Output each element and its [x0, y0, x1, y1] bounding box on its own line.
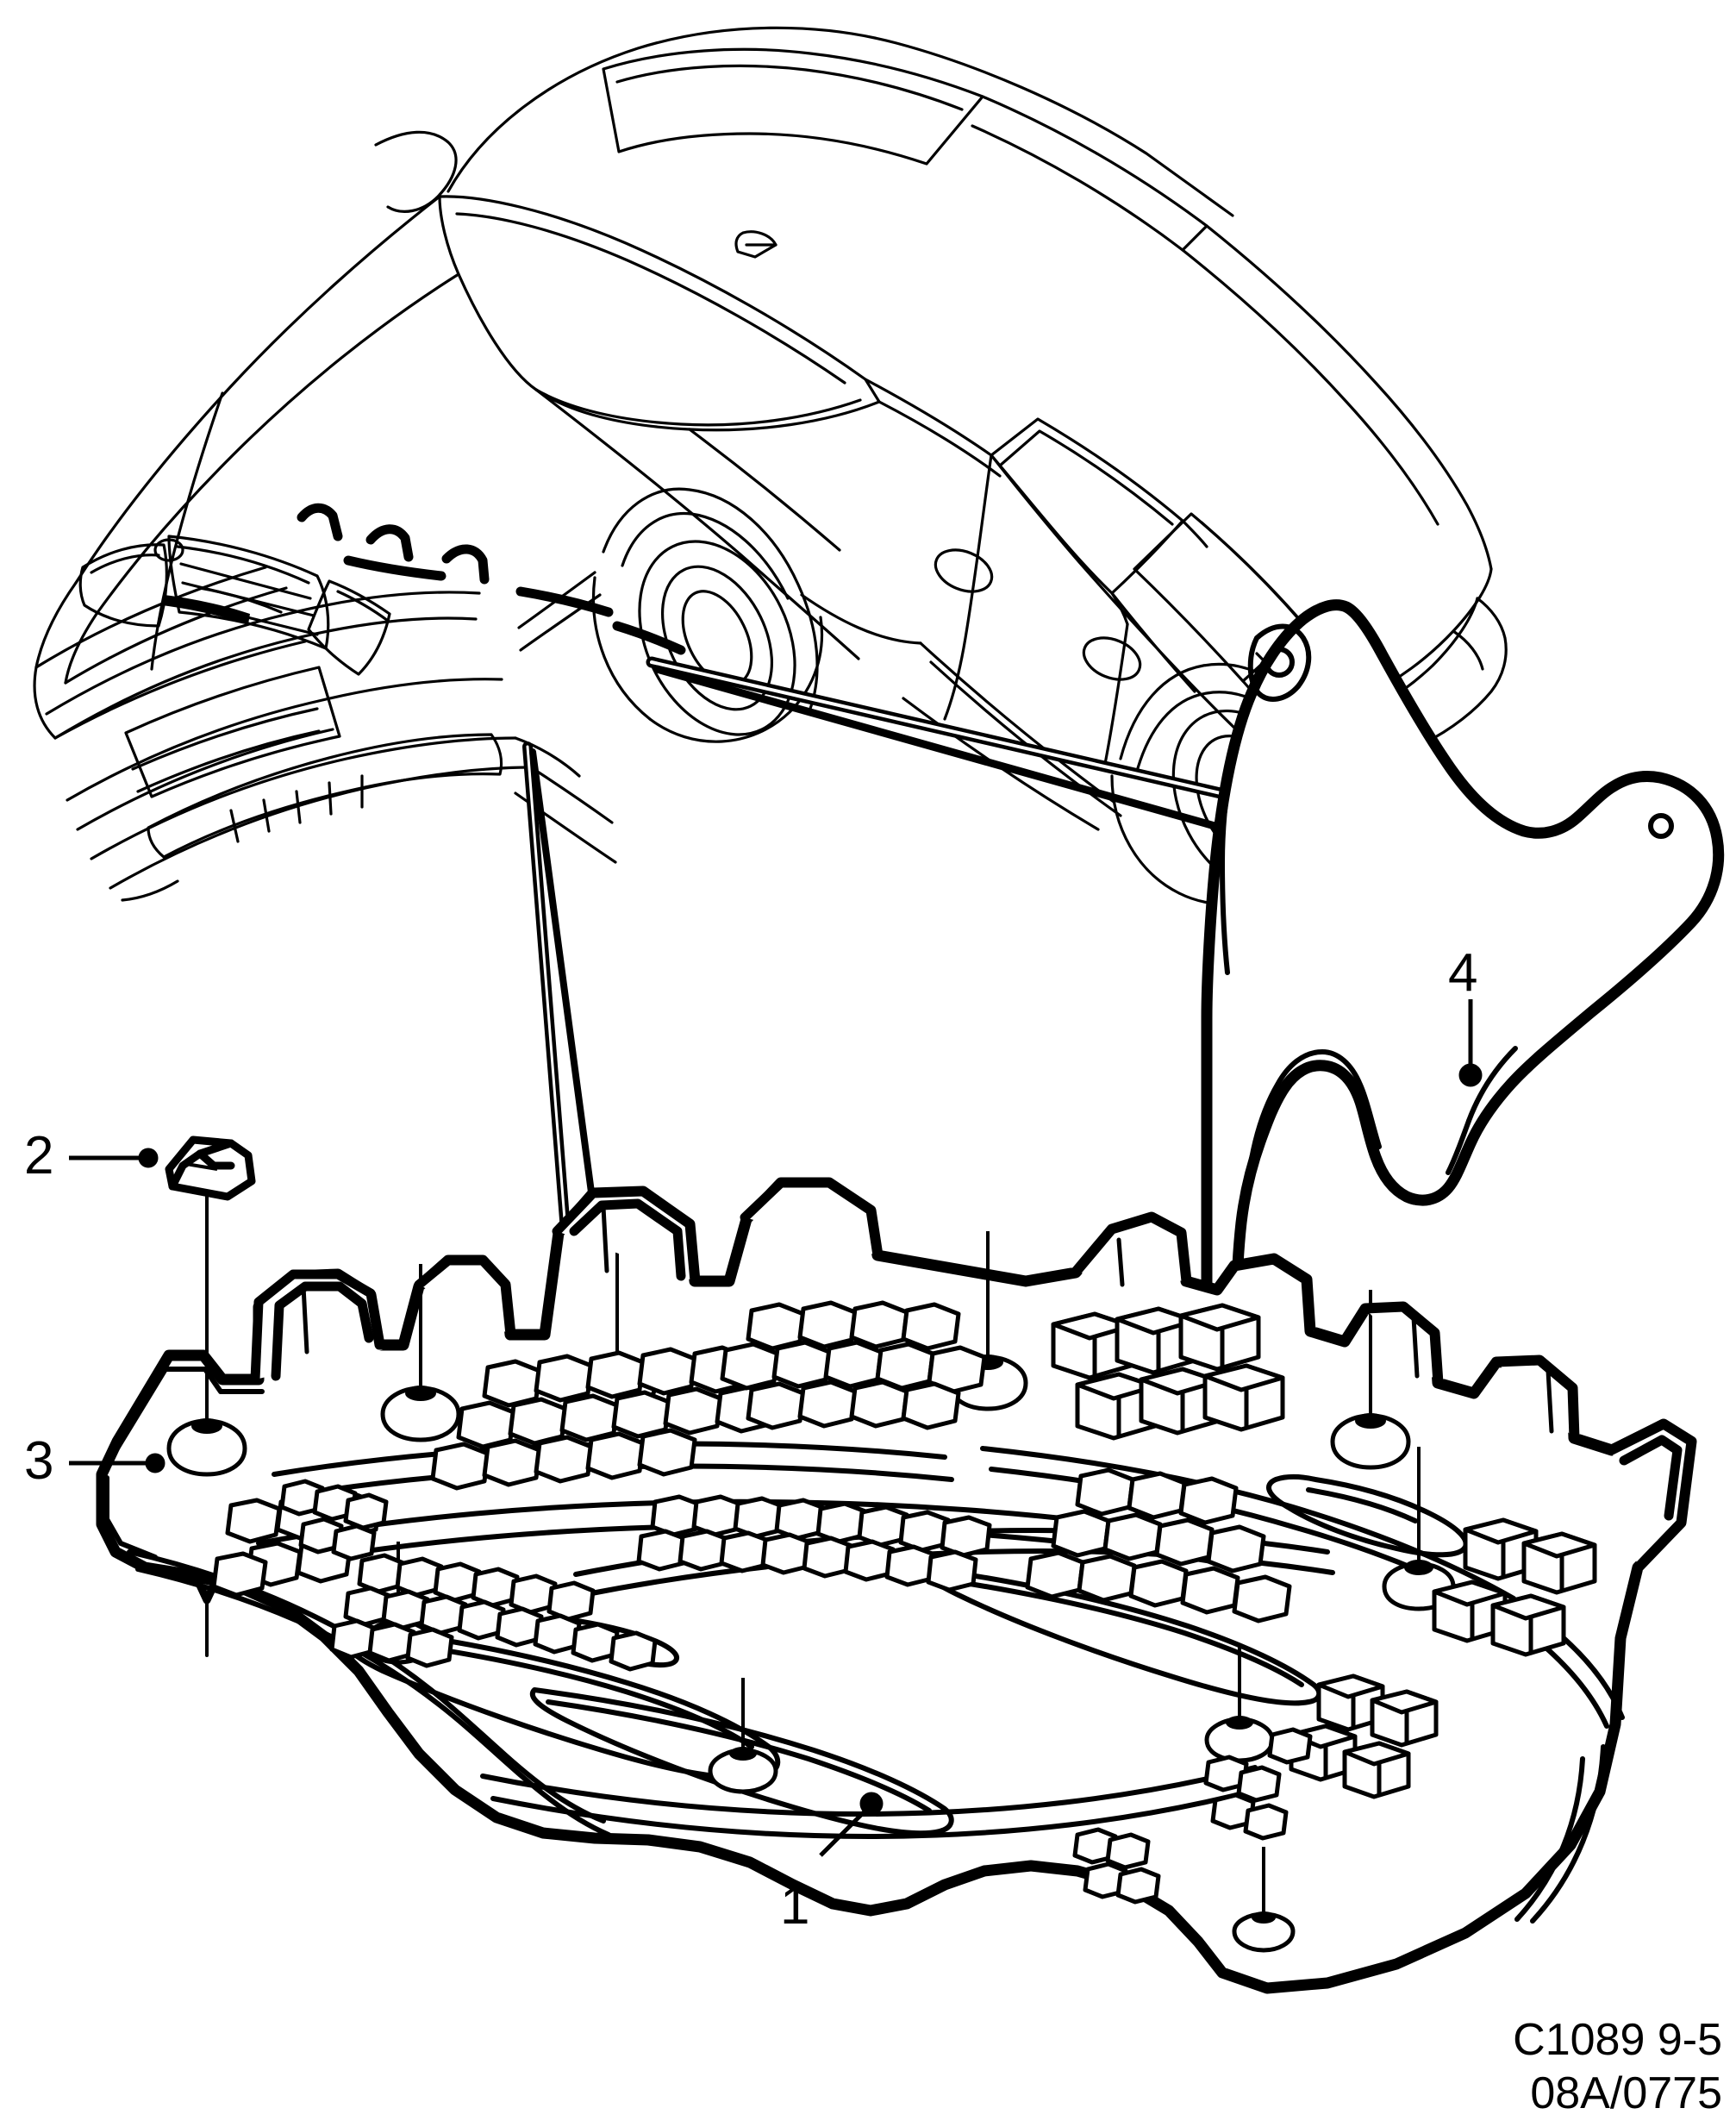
- caption-line-2: 08A/0775: [1530, 2068, 1722, 2118]
- rib-scatter-left: [279, 1479, 389, 1561]
- callout-leaders: [69, 999, 1483, 1857]
- callout-number-2: 2: [24, 1126, 54, 1185]
- caption-line-1: C1089 9-5: [1513, 2015, 1722, 2065]
- undertray-rib-pattern: [211, 1300, 1597, 1905]
- car-outline: [33, 26, 1508, 906]
- undertray-tab-details: [301, 1204, 1554, 1434]
- callout-number-1: 1: [780, 1876, 810, 1936]
- splash-shield-hole: [1648, 813, 1674, 839]
- undertray-mounting-tabs: [250, 1178, 1696, 1573]
- callout-number-3: 3: [24, 1431, 54, 1491]
- rib-rows-lower-left: [329, 1553, 658, 1672]
- rib-cluster-right-lower: [1025, 1467, 1292, 1623]
- car-cowl-shadow-detail: [297, 503, 686, 655]
- callout-number-4: 4: [1448, 943, 1478, 1003]
- diagram-caption: C1089 9-5 08A/0775: [1513, 2013, 1722, 2120]
- rib-scatter-rear: [1072, 1727, 1313, 1905]
- part-retaining-clip-inner: [185, 1162, 218, 1171]
- rib-rows-center: [636, 1494, 992, 1592]
- rib-cluster-right-cubes: [1051, 1303, 1285, 1441]
- rib-cluster-center-right-top: [720, 1300, 987, 1430]
- rib-cluster-far-right-cubes: [1432, 1517, 1597, 1657]
- rib-cluster-rear-right: [1289, 1673, 1439, 1799]
